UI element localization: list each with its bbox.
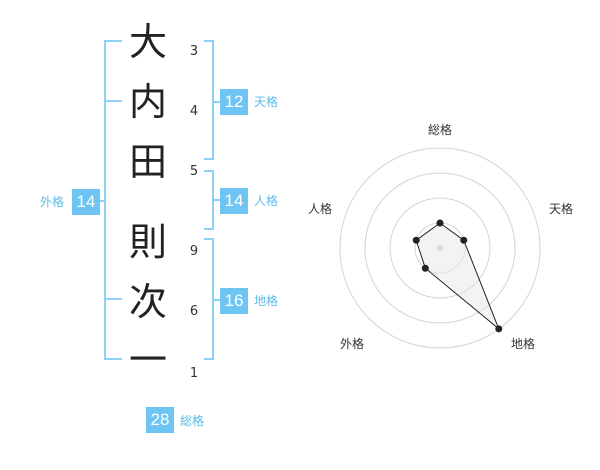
name-char-1: 大 [128,20,167,64]
radar-fill-area [415,222,500,330]
soukaku-value: 28 [146,407,174,433]
radar-point-chikaku [495,325,503,333]
name-char-6: 一 [128,338,167,382]
radar-center [437,245,443,251]
radar-point-soukaku [436,219,444,227]
radar-point-jinkaku [412,236,420,244]
radar-label-chikaku: 地格 [511,337,536,351]
radar-ring [414,222,466,274]
name-char-2: 内 [128,80,167,124]
radar-label-gaikaku: 外格 [340,337,365,351]
radar-rings [339,147,541,349]
tenkaku-label: 天格 [254,95,279,109]
stroke-count-2: 4 [189,104,199,119]
soukaku-label: 総格 [180,414,205,428]
name-char-5: 次 [128,280,167,324]
stroke-count-1: 3 [189,44,199,59]
radar-point-tenkaku [460,236,468,244]
name-char-4: 則 [128,220,167,264]
name-char-3: 田 [128,140,167,184]
radar-label-soukaku: 総格 [428,123,453,137]
stroke-count-3: 5 [189,164,199,179]
gaikaku-label: 外格 [40,195,65,209]
jinkaku-value: 14 [220,188,248,214]
radar-label-jinkaku: 人格 [308,202,333,216]
tenkaku-value: 12 [220,89,248,115]
radar-ring [364,172,516,324]
stroke-count-4: 9 [189,244,199,259]
gaikaku-value: 14 [72,189,100,215]
chikaku-value: 16 [220,288,248,314]
radar-points [412,219,503,333]
radar-point-gaikaku [421,264,429,272]
stroke-count-5: 6 [189,304,199,319]
radar-label-tenkaku: 天格 [549,202,574,216]
stroke-count-6: 1 [189,366,199,381]
jinkaku-label: 人格 [254,194,279,208]
radar-ring [389,197,491,299]
radar-ring [339,147,541,349]
chikaku-label: 地格 [254,294,279,308]
